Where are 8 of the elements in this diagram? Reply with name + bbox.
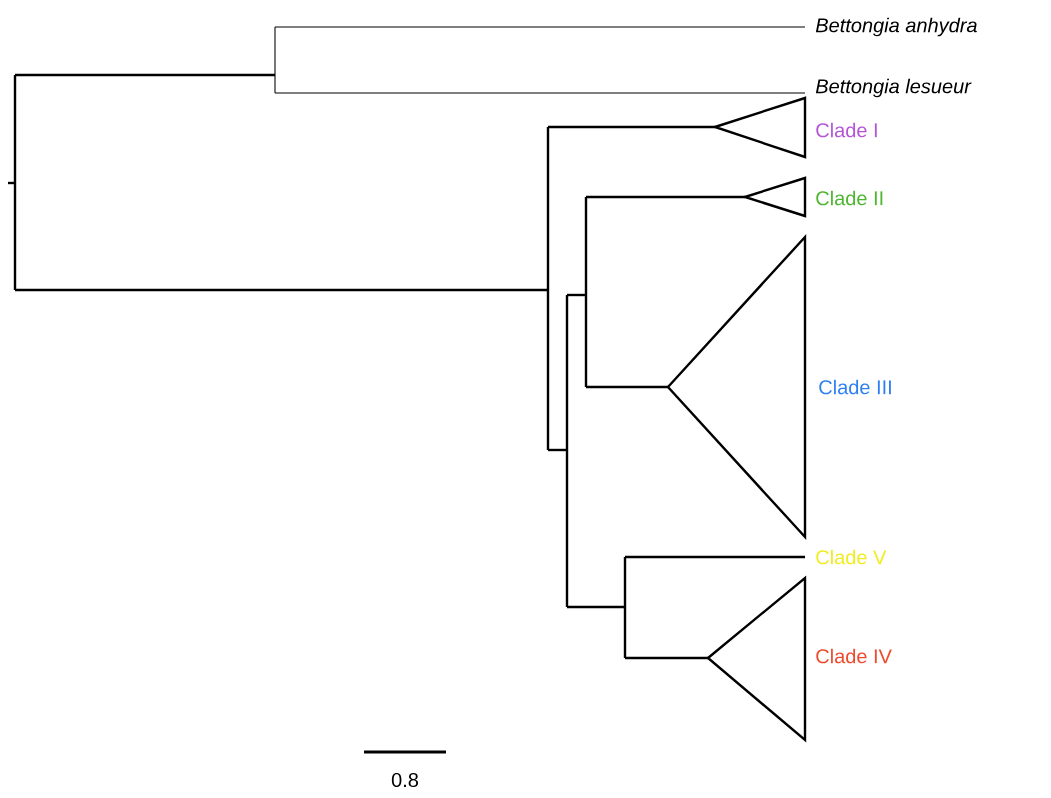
clade-label: Clade II	[816, 190, 883, 206]
clade-label: Clade V	[816, 549, 887, 565]
species-label: Bettongia lesueur	[815, 78, 972, 98]
clade-label: Clade I	[816, 122, 877, 138]
scale-bar-label: 0.8	[391, 772, 419, 788]
species-label: Bettongia anhydra	[815, 17, 977, 37]
clade-label: Clade III	[819, 379, 891, 395]
clade-label: Clade IV	[816, 648, 892, 664]
